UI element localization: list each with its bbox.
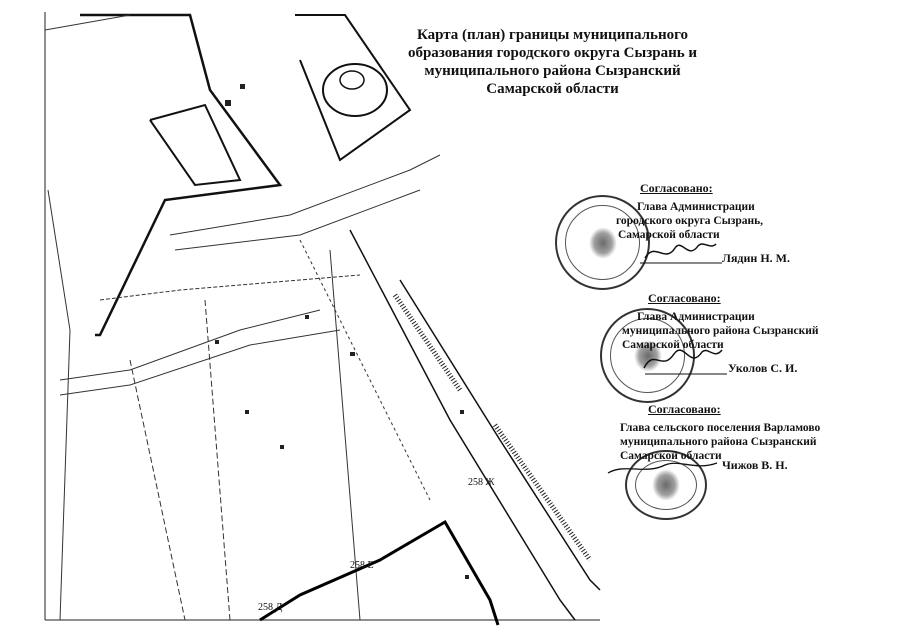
official-seal-3 xyxy=(625,450,707,520)
signature-1 xyxy=(644,243,717,259)
approval-2-heading: Согласовано: xyxy=(648,291,721,305)
parcel-line-c xyxy=(299,239,431,501)
roundabout-outer xyxy=(322,63,388,117)
official-seal-2 xyxy=(600,308,695,403)
title-line-1: Карта (план) границы муниципального xyxy=(416,27,689,43)
signature-2 xyxy=(643,349,723,369)
road-line-b xyxy=(47,189,71,621)
approval-1-line-3: Самарской области xyxy=(618,229,720,241)
survey-marks xyxy=(215,84,469,579)
approval-3-heading: Согласовано: xyxy=(648,402,721,416)
approval-1-heading: Согласовано: xyxy=(640,181,713,195)
title-line-2: образования городского округа Сызрань и xyxy=(407,45,698,61)
parcel-line-b xyxy=(129,359,186,621)
approval-2-line-3: Самарской области xyxy=(622,339,724,351)
highway-edge-east xyxy=(399,279,601,591)
road-line-g xyxy=(99,274,361,301)
boundary-point-label: 258 Ж xyxy=(468,477,495,488)
road-line-c xyxy=(59,309,321,381)
emblem-icon xyxy=(588,226,617,259)
approval-3-line-3: Самарской области xyxy=(620,450,722,462)
title-line-3: муниципального района Сызранский xyxy=(424,63,681,79)
road-line-f xyxy=(174,189,421,251)
map-title: Карта (план) границы муниципального обра… xyxy=(385,26,720,98)
highway-edge-west xyxy=(349,229,576,621)
highway-hatch-lower xyxy=(492,423,593,562)
signer-1-underline xyxy=(640,262,722,264)
parcel-line-d xyxy=(329,249,361,621)
road-line-d xyxy=(59,329,341,396)
block-outline-upper xyxy=(295,14,412,162)
approval-1-line-1: Глава Администрации xyxy=(637,201,755,213)
approval-2-line-1: Глава Администрации xyxy=(637,311,755,323)
official-seal-1 xyxy=(555,195,650,290)
boundary-point-label: 258 Д xyxy=(258,602,283,613)
municipal-boundary xyxy=(259,519,500,626)
boundary-point-label: 258 Е xyxy=(350,560,374,571)
road-line-a xyxy=(44,14,131,31)
building-outline-large xyxy=(80,13,283,337)
approval-3-signer: Чижов В. Н. xyxy=(722,458,788,472)
approval-3-line-1: Глава сельского поселения Варламово xyxy=(620,422,821,434)
highway-hatch-upper xyxy=(392,293,463,392)
approval-2-line-2: муниципального района Сызранский xyxy=(622,325,819,337)
approval-1-line-2: городского округа Сызрань, xyxy=(616,215,764,227)
approval-2-signer: Уколов С. И. xyxy=(728,361,798,375)
signature-3 xyxy=(607,462,718,474)
signer-2-underline xyxy=(645,373,727,375)
approval-3-line-2: муниципального района Сызранский xyxy=(620,436,817,448)
title-line-4: Самарской области xyxy=(486,81,619,97)
approval-1-signer: Лядин Н. М. xyxy=(722,251,790,265)
road-line-e xyxy=(169,154,441,236)
parcel-line-a xyxy=(204,299,231,621)
building-outline-inner xyxy=(149,103,242,187)
roundabout-inner xyxy=(339,70,365,90)
